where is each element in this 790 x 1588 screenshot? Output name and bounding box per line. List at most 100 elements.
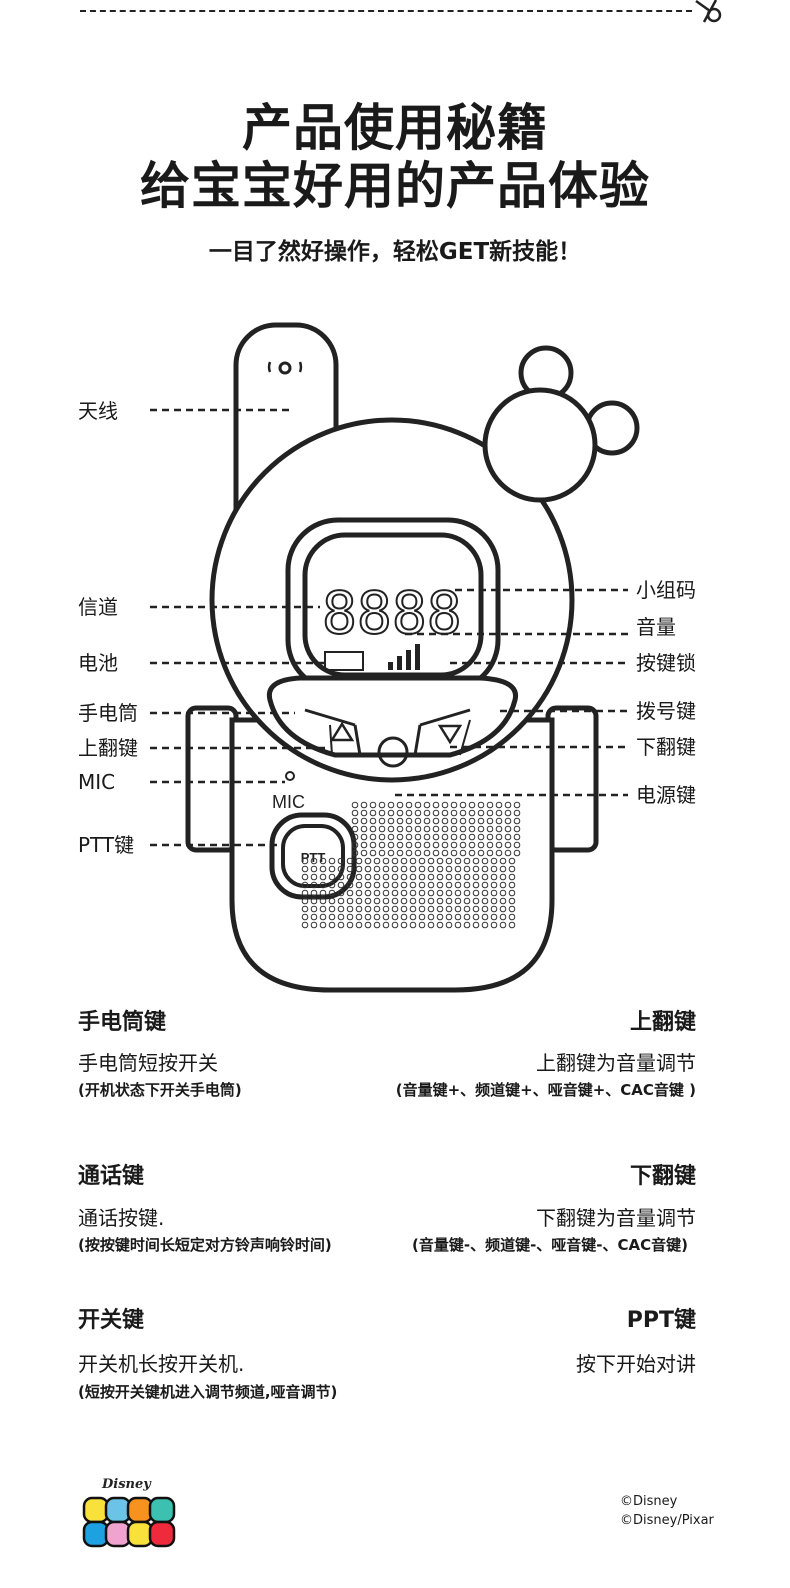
speaker-hole xyxy=(319,881,327,889)
speaker-hole xyxy=(328,865,336,873)
speaker-hole xyxy=(373,913,381,921)
speaker-hole xyxy=(481,889,489,897)
speaker-hole xyxy=(378,809,386,817)
speaker-hole xyxy=(490,921,498,929)
section-text: 上翻键为音量调节 xyxy=(536,1051,696,1075)
speaker-hole xyxy=(414,849,422,857)
speaker-hole xyxy=(423,817,431,825)
speaker-hole xyxy=(486,825,494,833)
speaker-hole xyxy=(301,913,309,921)
label-power-key: 电源键 xyxy=(636,783,696,807)
scissors-icon xyxy=(695,0,722,23)
speaker-hole xyxy=(328,905,336,913)
speaker-hole xyxy=(459,825,467,833)
screen-digits: 8888 xyxy=(322,579,462,647)
speaker-hole xyxy=(463,857,471,865)
section-title: 上翻键 xyxy=(629,1010,696,1035)
speaker-hole xyxy=(414,809,422,817)
speaker-hole xyxy=(463,905,471,913)
speaker-hole xyxy=(450,841,458,849)
speaker-hole xyxy=(481,905,489,913)
speaker-hole xyxy=(301,905,309,913)
speaker-hole xyxy=(436,889,444,897)
speaker-hole xyxy=(454,881,462,889)
speaker-hole xyxy=(351,817,359,825)
speaker-hole xyxy=(423,801,431,809)
speaker-hole xyxy=(490,865,498,873)
left-grip xyxy=(185,705,239,853)
speaker-hole xyxy=(360,841,368,849)
speaker-hole xyxy=(432,825,440,833)
speaker-hole xyxy=(454,913,462,921)
speaker-hole xyxy=(369,849,377,857)
speaker-hole xyxy=(387,841,395,849)
speaker-hole xyxy=(328,921,336,929)
speaker-hole xyxy=(418,873,426,881)
speaker-hole xyxy=(396,817,404,825)
speaker-hole xyxy=(414,825,422,833)
svg-text:Disney: Disney xyxy=(101,1477,152,1492)
speaker-hole xyxy=(427,857,435,865)
speaker-hole xyxy=(364,913,372,921)
speaker-hole xyxy=(391,881,399,889)
speaker-hole xyxy=(328,913,336,921)
speaker-hole xyxy=(445,897,453,905)
speaker-hole xyxy=(409,881,417,889)
speaker-hole xyxy=(486,809,494,817)
speaker-hole xyxy=(441,809,449,817)
speaker-hole xyxy=(450,833,458,841)
speaker-hole xyxy=(391,921,399,929)
speaker-hole xyxy=(378,849,386,857)
section-title: 开关键 xyxy=(78,1308,145,1333)
speaker-hole xyxy=(441,801,449,809)
speaker-hole xyxy=(432,833,440,841)
speaker-hole xyxy=(382,921,390,929)
speaker-hole xyxy=(477,801,485,809)
speaker-hole xyxy=(472,889,480,897)
speaker-hole xyxy=(423,849,431,857)
speaker-hole xyxy=(387,817,395,825)
title-line-1: 产品使用秘籍 xyxy=(242,99,548,157)
speaker-hole xyxy=(468,817,476,825)
speaker-hole xyxy=(495,801,503,809)
speaker-hole xyxy=(499,913,507,921)
speaker-hole xyxy=(360,817,368,825)
speaker-hole xyxy=(310,865,318,873)
speaker-hole xyxy=(405,841,413,849)
speaker-hole xyxy=(481,873,489,881)
speaker-hole xyxy=(445,857,453,865)
speaker-hole xyxy=(481,857,489,865)
speaker-hole xyxy=(418,857,426,865)
speaker-hole xyxy=(400,897,408,905)
label-antenna: 天线 xyxy=(78,399,118,423)
speaker-hole xyxy=(432,841,440,849)
speaker-hole xyxy=(454,897,462,905)
speaker-hole xyxy=(405,817,413,825)
speaker-hole xyxy=(387,833,395,841)
speaker-hole xyxy=(400,873,408,881)
speaker-hole xyxy=(382,913,390,921)
speaker-hole xyxy=(508,897,516,905)
speaker-hole xyxy=(427,913,435,921)
leader-lines xyxy=(150,408,628,847)
speaker-hole xyxy=(382,865,390,873)
speaker-hole xyxy=(319,889,327,897)
speaker-hole xyxy=(400,857,408,865)
copyright-disney: ©Disney xyxy=(620,1494,678,1509)
speaker-hole xyxy=(508,913,516,921)
speaker-hole xyxy=(450,817,458,825)
speaker-hole xyxy=(351,833,359,841)
speaker-hole xyxy=(441,825,449,833)
speaker-hole xyxy=(373,881,381,889)
subtitle: 一目了然好操作，轻松GET新技能！ xyxy=(208,239,582,265)
speaker-hole xyxy=(405,833,413,841)
label-mic: MIC xyxy=(78,770,116,794)
speaker-hole xyxy=(490,905,498,913)
speaker-hole xyxy=(418,897,426,905)
speaker-hole xyxy=(472,897,480,905)
speaker-hole xyxy=(454,889,462,897)
speaker-hole xyxy=(423,833,431,841)
speaker-hole xyxy=(499,921,507,929)
speaker-hole xyxy=(499,897,507,905)
speaker-hole xyxy=(499,865,507,873)
